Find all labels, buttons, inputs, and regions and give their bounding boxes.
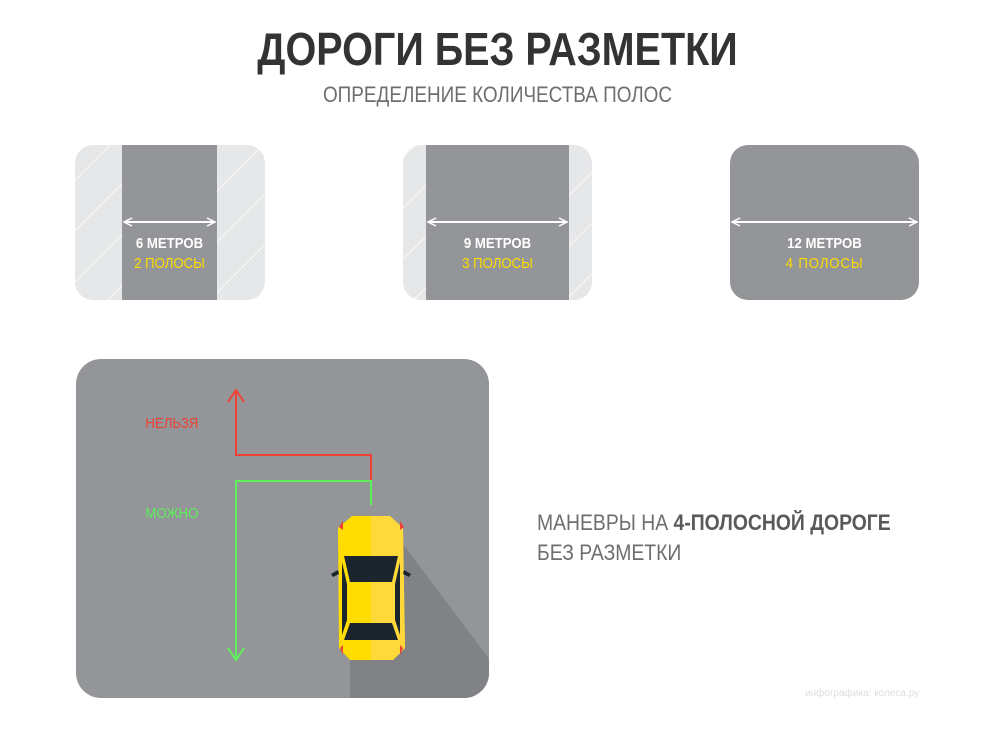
forbidden-path xyxy=(235,392,372,480)
page-title: ДОРОГИ БЕЗ РАЗМЕТКИ xyxy=(257,23,738,75)
road-width-label: 9 МЕТРОВ xyxy=(463,235,532,252)
credit: инфографика: колеса.ру xyxy=(805,688,920,699)
lane-count-label: 3 ПОЛОСЫ xyxy=(462,255,533,272)
caption-line2: БЕЗ РАЗМЕТКИ xyxy=(537,540,682,565)
lane-count-label: 4 ПОЛОСЫ xyxy=(785,255,864,272)
lane-count-label: 2 ПОЛОСЫ xyxy=(134,255,205,272)
car-shadow xyxy=(350,540,489,698)
caption-bold: 4-ПОЛОСНОЙ ДОРОГЕ xyxy=(673,510,891,535)
car-icon xyxy=(331,516,411,660)
forbidden-arrowhead-icon xyxy=(227,388,245,403)
road-width-label: 6 МЕТРОВ xyxy=(135,235,204,252)
allowed-path xyxy=(235,480,372,660)
allowed-label: МОЖНО xyxy=(145,505,199,522)
page-subtitle: ОПРЕДЕЛЕНИЕ КОЛИЧЕСТВА ПОЛОС xyxy=(322,82,673,107)
forbidden-label: НЕЛЬЗЯ xyxy=(145,415,199,432)
road-width-label: 12 МЕТРОВ xyxy=(787,235,862,252)
maneuver-panel xyxy=(76,359,489,698)
caption-text: МАНЕВРЫ НА xyxy=(537,510,674,535)
maneuver-caption: МАНЕВРЫ НА 4-ПОЛОСНОЙ ДОРОГЕ БЕЗ РАЗМЕТК… xyxy=(537,508,891,568)
allowed-arrowhead-icon xyxy=(227,647,245,662)
road-6m xyxy=(75,145,265,300)
